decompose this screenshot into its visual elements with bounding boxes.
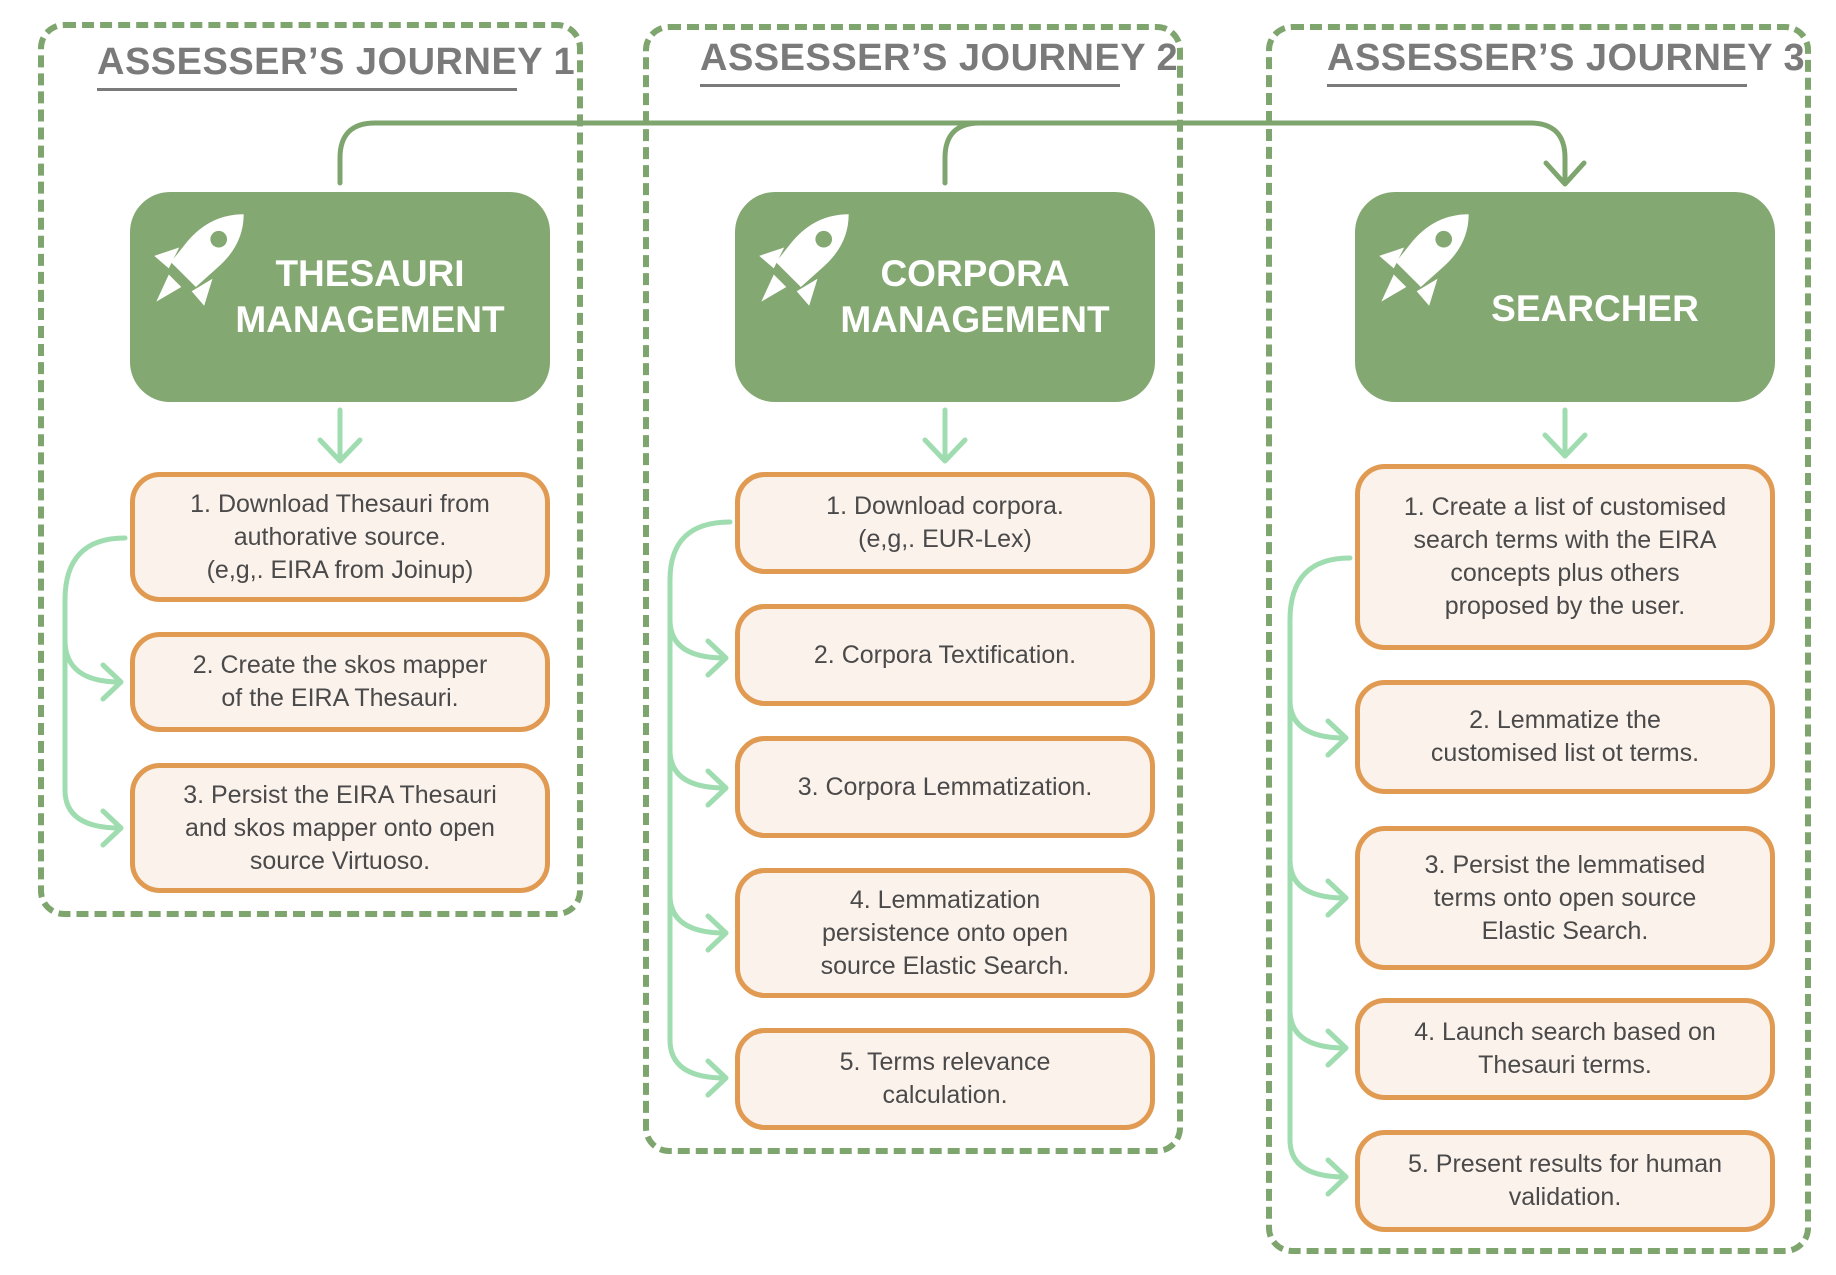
module-searcher: SEARCHER [1355, 192, 1775, 402]
link-thesauri-to-searcher [337, 120, 1568, 186]
step-j3-4: 4. Launch search based on Thesauri terms… [1355, 998, 1775, 1100]
step-text: 4. Lemmatization [849, 885, 1041, 914]
arrow-icon [100, 662, 124, 702]
step-j2-3: 3. Corpora Lemmatization. [735, 736, 1155, 838]
step-text: Thesauri terms. [1478, 1051, 1652, 1079]
step-text: 3. Persist the lemmatised [1424, 850, 1706, 879]
branch-stub [667, 617, 728, 661]
journey-1-frame [38, 22, 583, 917]
branch-line-journey-3 [1287, 555, 1353, 1180]
arrow-icon [705, 768, 729, 808]
step-j3-5: 5. Present results for human validation. [1355, 1130, 1775, 1232]
step-text: 1. Download Thesauri from [190, 489, 490, 518]
step-j1-1: 1. Download Thesauri from authorative so… [130, 472, 550, 602]
arrow-icon [1325, 878, 1349, 918]
step-text: 1. Download corpora. [826, 492, 1064, 520]
arrow-icon [1542, 407, 1588, 459]
arrow-icon [922, 407, 968, 464]
step-j2-2: 2. Corpora Textification. [735, 604, 1155, 706]
journey-2-frame [643, 24, 1183, 1154]
arrow-icon [1543, 160, 1587, 187]
module-title-line: THESAURI [275, 253, 465, 294]
step-text: persistence onto open [821, 918, 1068, 947]
step-text: terms onto open source [1433, 883, 1697, 912]
step-j2-4: 4. Lemmatization persistence onto open s… [735, 868, 1155, 998]
branch-stub [1287, 1007, 1348, 1051]
arrow-icon [1325, 1028, 1349, 1068]
branch-stub [667, 747, 728, 791]
step-text: (e,g,. EUR-Lex) [858, 525, 1032, 553]
step-text: 1. Create a list of customised [1403, 493, 1727, 521]
step-text: source Elastic Search. [820, 951, 1070, 980]
step-text: source Virtuoso. [249, 846, 431, 875]
journey-3-frame [1266, 24, 1811, 1254]
branch-line-journey-1 [62, 535, 128, 831]
step-text: 2. Corpora Textification. [813, 640, 1077, 669]
rocket-icon [154, 214, 244, 306]
module-title-line: MANAGEMENT [840, 299, 1110, 340]
arrow-icon [705, 913, 729, 953]
module-thesauri-management: THESAURI MANAGEMENT [130, 192, 550, 402]
branch-stub [667, 892, 728, 936]
step-text: of the EIRA Thesauri. [221, 684, 459, 712]
step-text: 3. Persist the EIRA Thesauri [183, 780, 497, 809]
step-text: 2. Lemmatize the [1469, 706, 1661, 734]
journey-title-1: ASSESSER’S JOURNEY 1 [97, 40, 575, 91]
arrow-icon [100, 808, 124, 848]
step-j3-1: 1. Create a list of customised search te… [1355, 464, 1775, 650]
branch-line-journey-2 [667, 519, 733, 1081]
link-corpora-to-searcher [942, 120, 983, 186]
arrow-icon [705, 638, 729, 678]
step-text: 5. Present results for human [1407, 1150, 1723, 1178]
step-j1-3: 3. Persist the EIRA Thesauri and skos ma… [130, 763, 550, 893]
step-text: (e,g,. EIRA from Joinup) [206, 555, 474, 584]
journey-title-3: ASSESSER’S JOURNEY 3 [1327, 36, 1805, 87]
step-text: 4. Launch search based on [1414, 1018, 1716, 1046]
arrow-icon [1325, 1157, 1349, 1197]
module-title-line: CORPORA [880, 253, 1070, 294]
step-text: validation. [1508, 1183, 1622, 1211]
step-text: and skos mapper onto open [185, 813, 495, 842]
arrow-icon [317, 407, 363, 464]
step-text: 3. Corpora Lemmatization. [797, 772, 1093, 801]
step-text: authorative source. [233, 522, 447, 551]
step-text: concepts plus others [1450, 559, 1680, 587]
step-j2-1: 1. Download corpora. (e,g,. EUR-Lex) [735, 472, 1155, 574]
step-text: 5. Terms relevance [839, 1048, 1051, 1076]
step-text: search terms with the EIRA [1413, 526, 1717, 554]
journey-title-2: ASSESSER’S JOURNEY 2 [700, 36, 1178, 87]
arrow-icon [1325, 718, 1349, 758]
module-corpora-management: CORPORA MANAGEMENT [735, 192, 1155, 402]
module-title-line: MANAGEMENT [235, 299, 505, 340]
step-text: proposed by the user. [1444, 592, 1686, 620]
step-text: 2. Create the skos mapper [192, 651, 488, 679]
step-text: customised list ot terms. [1430, 739, 1700, 767]
arrow-icon [705, 1058, 729, 1098]
branch-stub [1287, 857, 1348, 901]
step-j3-3: 3. Persist the lemmatised terms onto ope… [1355, 826, 1775, 970]
rocket-icon [759, 214, 849, 306]
step-text: calculation. [882, 1081, 1008, 1109]
step-j1-2: 2. Create the skos mapper of the EIRA Th… [130, 632, 550, 732]
module-title-line: SEARCHER [1491, 288, 1699, 329]
branch-stub [62, 637, 123, 685]
step-j3-2: 2. Lemmatize the customised list ot term… [1355, 680, 1775, 794]
rocket-icon [1379, 214, 1469, 306]
branch-stub [1287, 697, 1348, 741]
step-text: Elastic Search. [1481, 916, 1649, 945]
step-j2-5: 5. Terms relevance calculation. [735, 1028, 1155, 1130]
